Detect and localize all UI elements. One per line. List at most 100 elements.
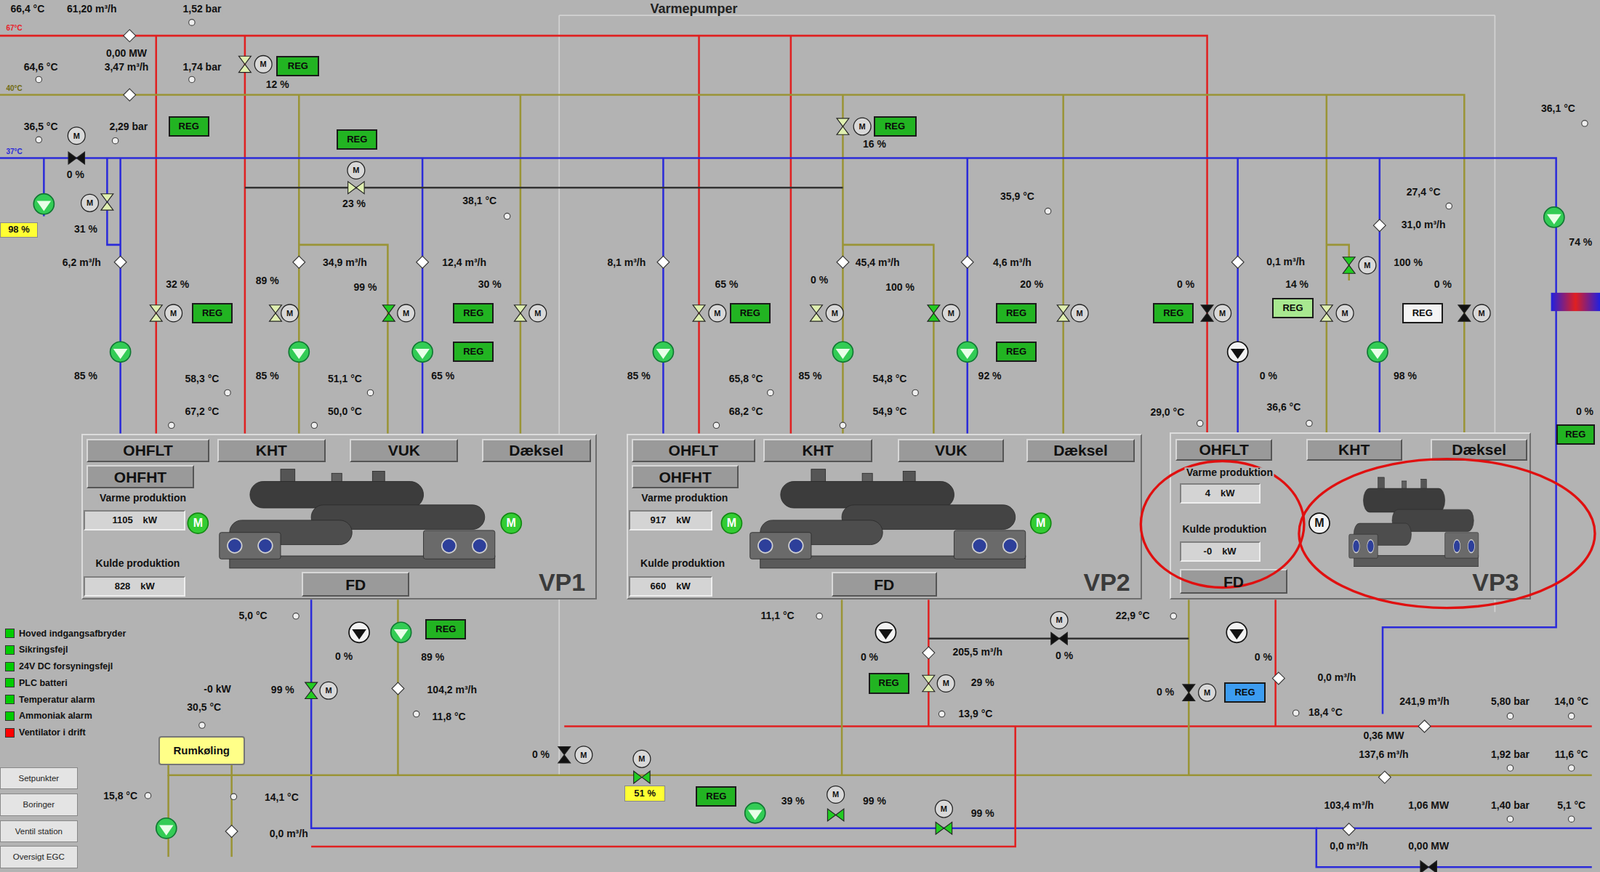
sensor-symbol [938, 710, 945, 717]
section-header: KHT [1306, 439, 1403, 462]
motor-end [1453, 540, 1461, 554]
actuator-symbol [942, 304, 960, 323]
value-label: 99 % [352, 282, 379, 293]
sensor-symbol [35, 136, 42, 143]
pipe-line [0, 95, 1465, 434]
sensor-symbol [1170, 613, 1177, 620]
value-label: 27,4 °C [1405, 187, 1443, 199]
pipe-line [564, 725, 1593, 728]
actuator-letter: M [1035, 516, 1046, 530]
node-text: 4 [1205, 488, 1211, 499]
heat-pump-panel: VP2OHFLTOHFHTKHTVUKDæksel917kW660kWFD [626, 433, 1143, 601]
pipe-line [841, 599, 844, 775]
pump-arrow [415, 348, 430, 360]
pipe-line [106, 158, 120, 245]
node-text: FD [873, 576, 895, 594]
pipe-line [519, 95, 522, 434]
pipe-line [1062, 95, 1065, 434]
value-label: 1,74 bar [181, 61, 223, 73]
value-label: 0 % [1253, 652, 1274, 664]
value-label: 35,9 °C [998, 191, 1036, 203]
actuator-letter: M [1478, 308, 1486, 318]
legend-item: PLC batteri [5, 678, 68, 689]
compressor-part [750, 532, 812, 560]
value-label: 0,0 m³/h [268, 829, 310, 841]
pipe-line [311, 726, 1016, 847]
value-label: 36,5 °C [22, 122, 60, 134]
value-label: 67°C [4, 23, 24, 32]
node-text: kW [140, 581, 155, 592]
node-text: Boringer [23, 800, 55, 810]
pump-arrow [37, 201, 52, 212]
heat-pump-panel: VP3OHFLTKHTDæksel4kW-0kWFD [1169, 432, 1531, 600]
value-label: 50,0 °C [326, 406, 364, 418]
actuator-letter: M [1219, 308, 1226, 318]
valve-symbol [269, 305, 283, 322]
value-label: Kulde produktion [638, 559, 727, 570]
node-text: Oversigt EGC [13, 852, 65, 863]
value-label: 66,4 °C [8, 3, 46, 15]
actuator-letter: M [580, 750, 587, 760]
value-label: 67,2 °C [183, 406, 221, 418]
actuator-symbol [67, 127, 86, 145]
actuator-letter: M [1203, 688, 1211, 698]
motor-end [758, 538, 773, 554]
node-text: KHT [255, 441, 288, 459]
actuator-symbol [1358, 256, 1377, 275]
pipe-line [1379, 158, 1382, 434]
value-label: 89 % [419, 652, 446, 664]
compressor-part [423, 530, 496, 560]
pipe-line [0, 158, 1557, 715]
compressor-part [1377, 477, 1385, 498]
value-box: 51 % [624, 785, 666, 802]
sensor-symbol [230, 793, 237, 800]
value-label: 85 % [254, 370, 281, 382]
legend-swatch [5, 645, 15, 655]
motor-end [1367, 540, 1374, 554]
legend-swatch [5, 662, 15, 672]
value-label: 30 % [476, 279, 504, 291]
value-display: 1105kW [83, 510, 186, 531]
compressor-part [1349, 534, 1379, 559]
value-label: 45,4 m³/h [854, 257, 902, 269]
node-text: REG [1234, 687, 1255, 698]
sensor-symbol [1044, 207, 1051, 214]
pipe-line [168, 765, 399, 776]
valve-symbol [1342, 257, 1356, 274]
sensor-symbol [189, 76, 195, 83]
value-label: 6,2 m³/h [61, 257, 103, 269]
compressor-part [311, 505, 485, 530]
pump-arrow [1230, 348, 1246, 360]
value-label: 3,47 m³/h [103, 61, 151, 73]
pipe-line [1274, 599, 1277, 727]
value-label: 1,92 bar [1489, 749, 1531, 761]
actuator-letter: M [170, 308, 177, 318]
pump-arrow [1229, 629, 1244, 640]
value-label: 100 % [1392, 257, 1425, 269]
actuator-letter: M [713, 308, 721, 318]
value-label: 0,0 m³/h [1328, 841, 1370, 852]
value-label: 0 % [333, 651, 355, 663]
pump-symbol [412, 341, 433, 363]
compressor-part [760, 520, 883, 546]
flow-meter [292, 255, 306, 269]
section-header: OHFHT [631, 465, 739, 489]
value-label: 85 % [72, 370, 99, 382]
value-label: 14,1 °C [263, 792, 301, 804]
pump-symbol [33, 194, 54, 215]
section-header: VUK [897, 439, 1004, 463]
panel-title: VP2 [1083, 569, 1130, 597]
node-text: kW [143, 515, 158, 526]
value-label: 36,6 °C [1264, 402, 1302, 414]
value-box: 98 % [0, 222, 38, 238]
reg-button: REG [336, 129, 378, 150]
value-label: 39 % [780, 796, 807, 808]
node-text: OHFLT [1199, 441, 1249, 458]
value-label: 0 % [1054, 650, 1075, 662]
pump-symbol [1226, 622, 1247, 643]
reg-button: REG [729, 303, 771, 324]
node-text: -0 [1203, 546, 1213, 557]
value-label: 8,1 m³/h [605, 257, 647, 269]
section-header: FD [301, 572, 409, 597]
